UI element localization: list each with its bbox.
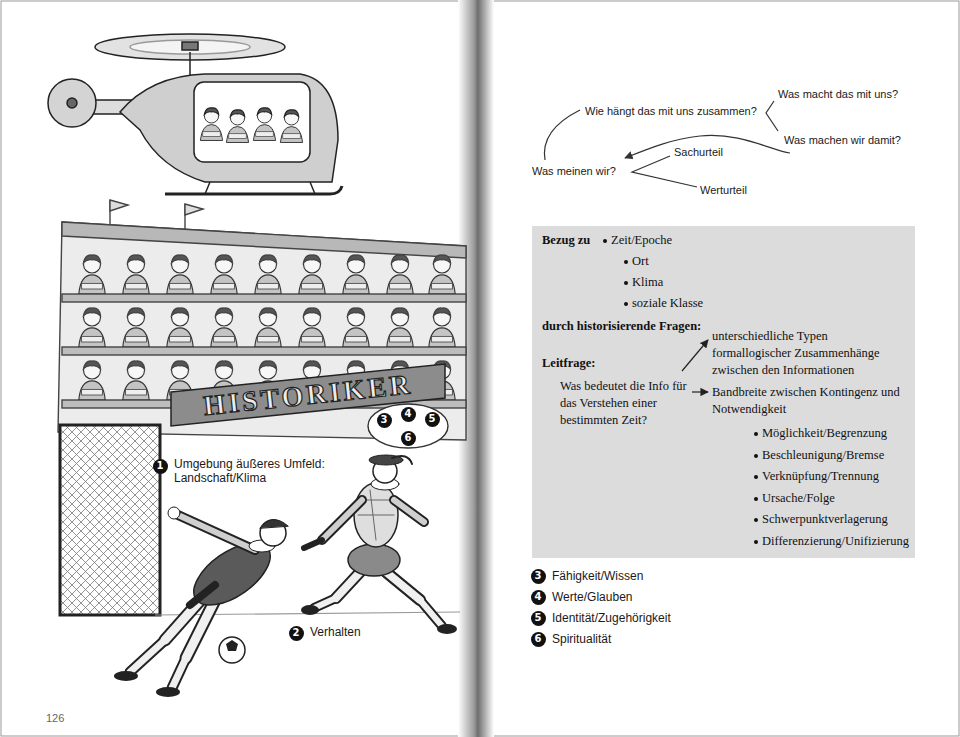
bullet-dot <box>624 260 628 264</box>
panel-text: Bandbreite zwischen Kontingenz und Notwe… <box>712 384 902 418</box>
callout-digit: 6 <box>535 634 542 644</box>
level-text: Werte/Glauben <box>552 590 633 604</box>
callout-number: 2 <box>289 626 304 641</box>
bullet-dot <box>754 540 758 544</box>
bullet-item: Verknüpfung/Trennung <box>762 468 879 485</box>
info-panel: Bezug zu Zeit/EpocheOrtKlima soziale Klass… <box>532 226 915 558</box>
level-text: Fähigkeit/Wissen <box>552 569 643 583</box>
panel-heading: Bezug zu <box>542 232 590 249</box>
ball <box>219 637 245 663</box>
callout-digit: 4 <box>535 592 542 602</box>
judgement-text: Werturteil <box>700 184 747 197</box>
page-number: 126 <box>46 712 64 725</box>
callout-number: 1 <box>153 459 168 474</box>
level-text: Identität/Zugehörigkeit <box>552 611 671 625</box>
bullet-dot <box>754 497 758 501</box>
panel-arrow <box>692 391 708 392</box>
panel-heading: Leitfrage: <box>542 355 595 372</box>
goalkeeper-figure <box>114 507 288 697</box>
level-text: Spiritualität <box>552 632 611 646</box>
bullet-item: Schwerpunktverlagerung <box>762 511 888 528</box>
callout-number: 3 <box>531 569 546 584</box>
callout-digit: 1 <box>157 461 164 471</box>
bullet-item: Möglichkeit/Begrenzung <box>762 425 887 442</box>
callout-text: Verhalten <box>308 625 363 639</box>
callout-number: 4 <box>401 407 416 422</box>
bullet-dot <box>624 281 628 285</box>
bullet-item: Ort <box>632 253 649 270</box>
panel-text: unterschiedliche Typen formallogischer Z… <box>712 328 902 379</box>
bullet-item: Ursache/Folge <box>762 490 835 507</box>
question-text: Was machen wir damit? <box>784 134 901 147</box>
callout-digit: 3 <box>535 571 542 581</box>
bullet-dot <box>624 302 628 306</box>
callout-text: Umgebung äußeres Umfeld: Landschaft/Klim… <box>172 457 351 486</box>
bullet-dot <box>754 432 758 436</box>
thought-bubble <box>368 404 448 448</box>
callout-number: 5 <box>531 611 546 626</box>
question-text: Wie hängt das mit uns zusammen? <box>585 105 757 118</box>
callout-number: 4 <box>531 590 546 605</box>
panel-text: Was bedeutet die Info für das Verstehen … <box>560 378 688 429</box>
bullet-item: Beschleunigung/Bremse <box>762 447 884 464</box>
bullet-dot <box>754 518 758 522</box>
bullet-dot <box>754 454 758 458</box>
judgement-text: Sachurteil <box>674 146 723 159</box>
callout-number: 3 <box>377 413 392 428</box>
bullet-item: Differenzierung/Unifizierung <box>762 533 909 550</box>
callout-digit: 2 <box>293 628 300 638</box>
historiker-banner <box>171 364 445 426</box>
bullet-item: Zeit/Epoche <box>611 232 672 249</box>
panel-arrow <box>682 340 708 371</box>
panel-heading: durch historisierende Fragen: <box>542 318 701 335</box>
callout-number: 6 <box>401 431 416 446</box>
question-text: Was meinen wir? <box>532 165 616 178</box>
callout-digit: 5 <box>429 414 436 424</box>
callout-digit: 5 <box>535 613 542 623</box>
helicopter <box>48 34 342 194</box>
callout-number: 5 <box>425 412 440 427</box>
bullet-dot <box>603 239 607 243</box>
bullet-dot <box>754 475 758 479</box>
question-text: Was macht das mit uns? <box>778 88 898 101</box>
bullet-item: soziale Klasse <box>632 295 703 312</box>
callout-digit: 6 <box>405 433 412 443</box>
callout-digit: 3 <box>381 415 388 425</box>
bullet-item: Klima <box>632 274 663 291</box>
goal <box>60 425 460 615</box>
callout-number: 6 <box>531 632 546 647</box>
callout-digit: 4 <box>405 409 412 419</box>
